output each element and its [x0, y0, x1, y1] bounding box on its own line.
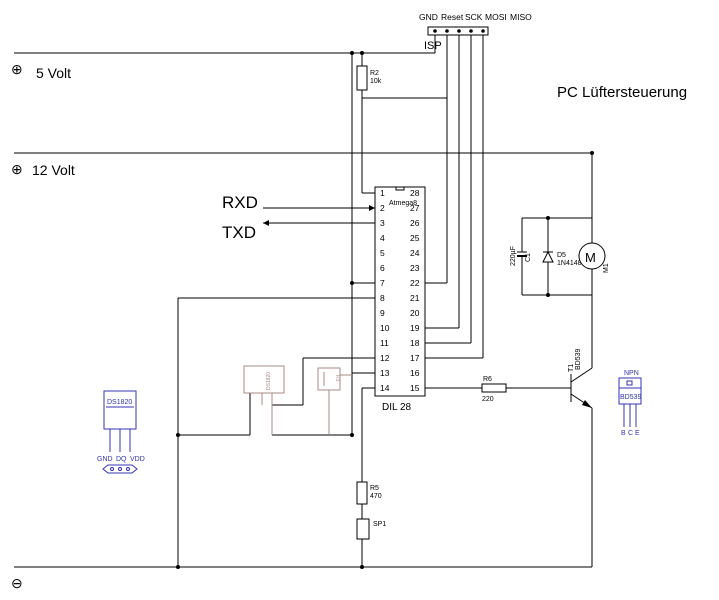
d5-ref: D5 — [557, 252, 566, 259]
r6-ref: R6 — [483, 376, 492, 383]
npn-pin-c: C — [628, 430, 633, 437]
mcu-pin-1: 1 — [380, 188, 385, 198]
npn-pin-e: E — [635, 430, 640, 437]
ds1820-pin-gnd: GND — [97, 456, 113, 463]
mcu-pin-21: 21 — [410, 293, 420, 303]
c1-ref: C1 — [525, 253, 532, 262]
mcu-pin-26: 26 — [410, 218, 420, 228]
isp-pin-mosi: MOSI — [485, 12, 507, 22]
mcu-pin-4: 4 — [380, 233, 385, 243]
pot-r3: R3 — [317, 367, 352, 435]
t1-value: BD539 — [575, 348, 582, 370]
ds1820-sensor: DS1820 GND DQ VDD — [97, 390, 145, 474]
r5-ref: R5 — [370, 485, 379, 492]
mcu-pin-28: 28 — [410, 188, 420, 198]
mcu-pin-3: 3 — [380, 218, 385, 228]
mcu-pin-24: 24 — [410, 248, 420, 258]
r2-resistor — [356, 65, 368, 91]
diagram-title: PC Lüftersteuerung — [557, 84, 687, 101]
ds1820-pin-dq: DQ — [116, 456, 127, 463]
mcu-pin-5: 5 — [380, 248, 385, 258]
mcu-pin-12: 12 — [380, 353, 390, 363]
ds1820-socket: DS1820 — [243, 365, 285, 435]
sp1-speaker — [356, 518, 370, 540]
m1-motor: M M1 — [578, 242, 610, 273]
mcu-pin-13: 13 — [380, 368, 390, 378]
isp-connector — [427, 26, 489, 36]
mcu-package: DIL 28 — [382, 402, 412, 413]
mcu-pin-6: 6 — [380, 263, 385, 273]
sp1-ref: SP1 — [373, 521, 386, 528]
npn-pin-b: B — [621, 430, 626, 437]
mcu-pin-7: 7 — [380, 278, 385, 288]
txd-label: TXD — [222, 223, 256, 242]
npn-name: BD539 — [620, 394, 642, 401]
c1-value: 220µF — [510, 246, 517, 266]
rail-5v-plus-icon: ⊕ — [11, 61, 23, 77]
r5-resistor — [356, 481, 368, 505]
r6-value: 220 — [482, 396, 494, 403]
isp-pin-sck: SCK — [465, 12, 483, 22]
d5-diode: D5 1N4148 — [542, 250, 582, 267]
rxd-label: RXD — [222, 193, 258, 212]
mcu-pin-11: 11 — [380, 338, 389, 348]
d5-value: 1N4148 — [557, 260, 582, 267]
rail-12v-plus-icon: ⊕ — [11, 161, 23, 177]
isp-pin-gnd: GND — [419, 12, 438, 22]
mcu-name: Atmega8 — [389, 200, 417, 207]
mcu-pin-17: 17 — [410, 353, 420, 363]
mcu-pin-2: 2 — [380, 203, 385, 213]
mcu-pin-16: 16 — [410, 368, 420, 378]
c1-capacitor: 220µF C1 — [510, 246, 532, 266]
mcu-pin-18: 18 — [410, 338, 420, 348]
mcu-body — [374, 186, 426, 397]
ds1820-name: DS1820 — [107, 399, 132, 406]
r6-resistor — [481, 383, 507, 393]
mcu-pin-19: 19 — [410, 323, 420, 333]
isp-header: GND Reset SCK MOSI MISO ISP — [419, 12, 532, 52]
isp-pin-reset: Reset — [441, 12, 464, 22]
mcu-pin-20: 20 — [410, 308, 420, 318]
isp-pin-miso: MISO — [510, 12, 532, 22]
r2-value: 10k — [370, 78, 382, 85]
ds1820-pin-vdd: VDD — [130, 456, 145, 463]
mcu-pin-22: 22 — [410, 278, 420, 288]
pot-label: R3 — [334, 375, 340, 382]
mcu-pin-25: 25 — [410, 233, 420, 243]
mcu-pin-8: 8 — [380, 293, 385, 303]
r5-value: 470 — [370, 493, 382, 500]
r2-ref: R2 — [370, 70, 379, 77]
m1-symbol: M — [585, 250, 596, 265]
t1-ref: T1 — [568, 364, 575, 372]
t1-transistor: T1 BD539 — [568, 348, 593, 409]
mcu-pin-9: 9 — [380, 308, 385, 318]
npn-bd539-pinout: NPN BD539 B C E — [618, 370, 642, 437]
rail-5v-label: 5 Volt — [36, 65, 71, 81]
ghost-label: DS1820 — [266, 372, 272, 390]
m1-ref: M1 — [603, 263, 610, 273]
rail-12v-label: 12 Volt — [32, 162, 75, 178]
rail-gnd-minus-icon: ⊖ — [11, 575, 23, 591]
mcu-pin-15: 15 — [410, 383, 420, 393]
mcu-pin-10: 10 — [380, 323, 390, 333]
mcu-pin-23: 23 — [410, 263, 420, 273]
isp-label: ISP — [424, 40, 442, 52]
mcu-pin-14: 14 — [380, 383, 390, 393]
mcu-pin-27: 27 — [410, 203, 420, 213]
npn-type: NPN — [624, 370, 639, 377]
